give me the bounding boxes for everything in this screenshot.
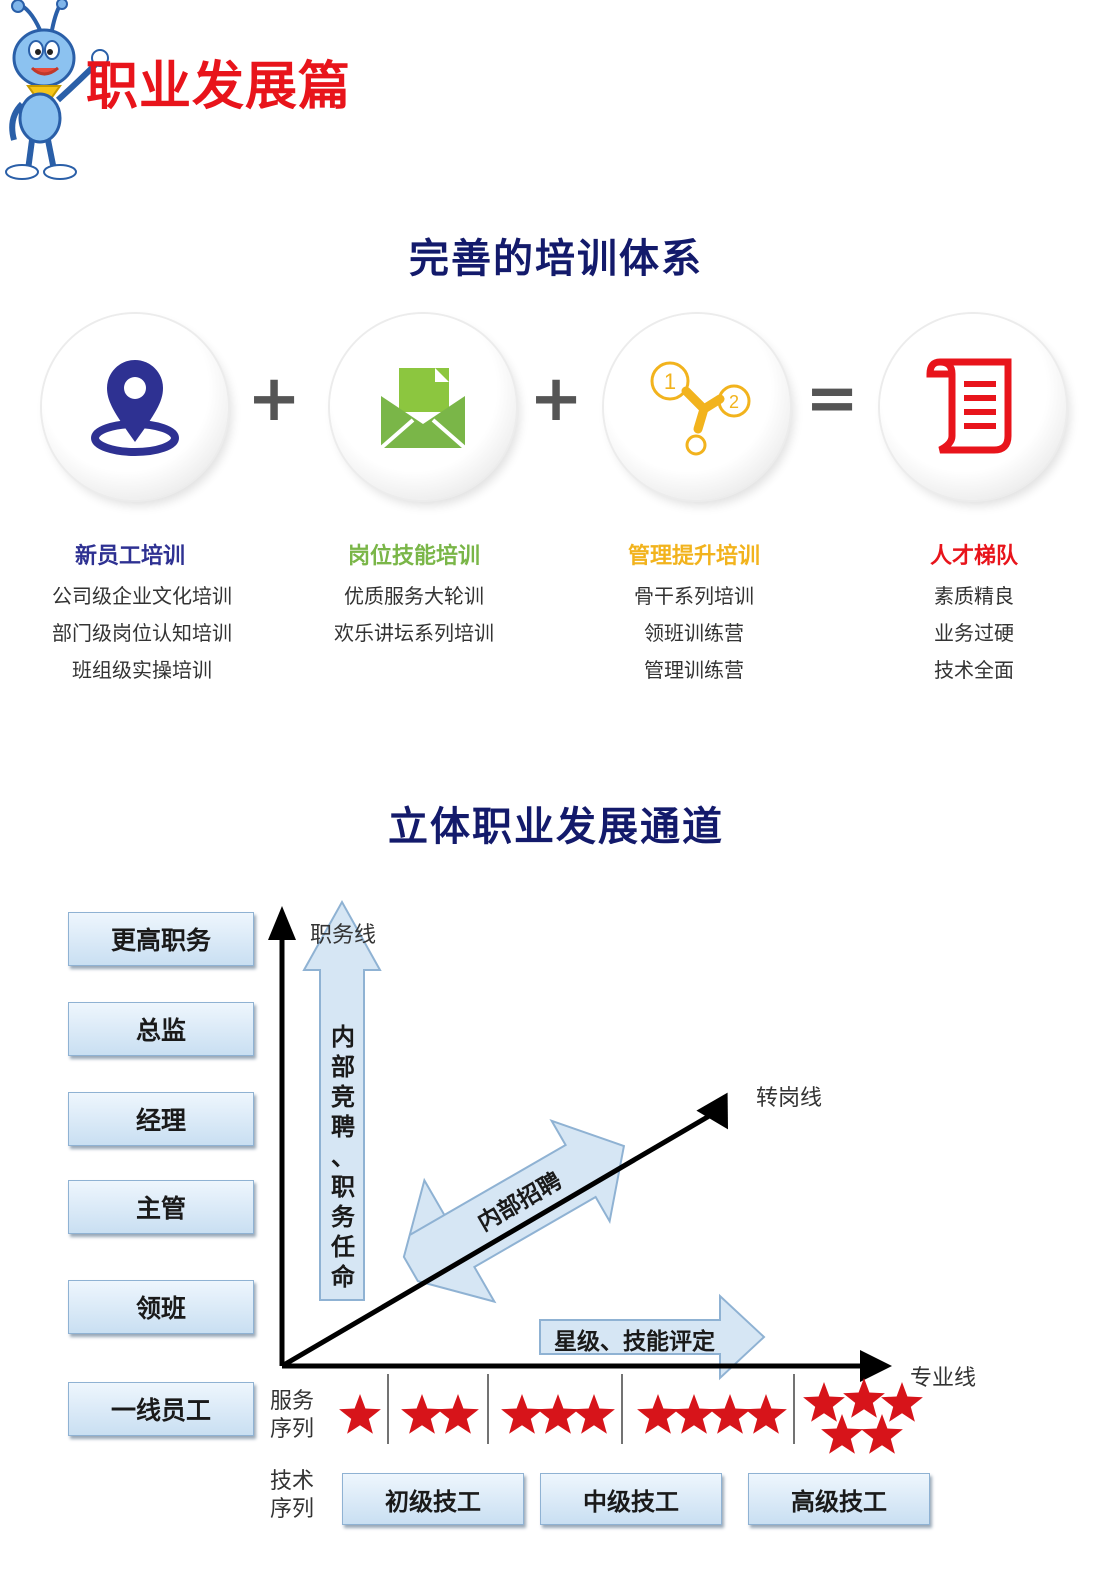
level-director: 总监 (68, 1002, 254, 1056)
column-title-new-staff: 新员工培训 (74, 544, 185, 569)
vertical-char: 部 (331, 1053, 355, 1081)
list-item: 业务过硬 (934, 621, 1014, 645)
tech-level-senior: 高级技工 (748, 1473, 930, 1525)
diagonal-axis (280, 1109, 718, 1369)
star-icon (803, 1382, 845, 1422)
up-arrow-shape (302, 899, 382, 1301)
column-lines-skills: 优质服务大轮训 欢乐讲坛系列培训 (284, 578, 544, 652)
star-icon (437, 1394, 479, 1434)
page-title: 职业发展篇 (86, 57, 352, 117)
column-title-skills: 岗位技能培训 (347, 544, 480, 569)
level-supervisor: 主管 (68, 1180, 254, 1234)
level-foreman: 领班 (68, 1280, 254, 1334)
star-icon (673, 1394, 715, 1434)
steps-network-icon: 1 2 (650, 361, 751, 456)
training-circle-1 (42, 314, 228, 500)
internal-competition-text: 内部竞聘、职务任命 (328, 1022, 358, 1292)
scroll-document-icon (926, 358, 1012, 454)
list-item: 班组级实操培训 (72, 658, 212, 682)
vertical-char: 任 (331, 1233, 355, 1261)
ant-mascot-icon (5, 0, 109, 180)
star-skill-evaluation-text: 星级、技能评定 (554, 1329, 715, 1355)
svg-text:1: 1 (664, 369, 676, 394)
axis-label-professional-line: 专业线 (910, 1366, 977, 1391)
horizontal-axis-head (860, 1350, 892, 1382)
star-icon (401, 1394, 443, 1434)
vertical-axis-head (268, 906, 296, 940)
plus-operator-2: + (529, 362, 583, 436)
star-icon (843, 1378, 885, 1418)
axis-label-position-line: 职务线 (310, 923, 377, 948)
vertical-char: 职 (331, 1173, 355, 1201)
tech-level-junior: 初级技工 (342, 1473, 524, 1525)
vertical-char: 竞 (331, 1083, 355, 1111)
level-higher-position: 更高职务 (68, 912, 254, 966)
list-item: 欢乐讲坛系列培训 (334, 621, 494, 645)
vertical-char: 聘 (331, 1113, 355, 1141)
list-item: 部门级岗位认知培训 (52, 621, 232, 645)
column-title-management: 管理提升培训 (627, 544, 760, 569)
list-item: 优质服务大轮训 (344, 584, 484, 608)
service-sequence-label: 服务 序列 (270, 1389, 315, 1442)
star-icon (745, 1394, 787, 1434)
training-circle-2 (330, 314, 516, 500)
training-circle-3: 1 2 (604, 314, 790, 500)
column-title-talent: 人才梯队 (929, 544, 1018, 569)
svg-text:2: 2 (729, 392, 739, 412)
list-item: 公司级企业文化培训 (52, 584, 232, 608)
star-icon (501, 1394, 543, 1434)
vertical-char: 、 (331, 1143, 355, 1171)
training-circle-4 (880, 314, 1066, 500)
envelope-icon (379, 368, 467, 450)
service-stars (339, 1378, 923, 1454)
column-lines-talent: 素质精良 业务过硬 技术全面 (844, 578, 1104, 689)
equals-operator: = (805, 362, 859, 436)
list-item: 骨干系列培训 (634, 584, 754, 608)
diagonal-arrow-shape (402, 1118, 626, 1304)
star-icon (881, 1382, 923, 1422)
star-icon (821, 1414, 863, 1454)
star-icon (573, 1394, 615, 1434)
list-item: 素质精良 (934, 584, 1014, 608)
right-arrow-shape (539, 1293, 766, 1381)
star-icon (537, 1394, 579, 1434)
axis-label-transfer-line: 转岗线 (756, 1086, 823, 1111)
career-diagram (268, 899, 923, 1454)
level-manager: 经理 (68, 1092, 254, 1146)
diagonal-axis-head (696, 1092, 728, 1130)
vertical-char: 务 (331, 1203, 355, 1231)
column-lines-management: 骨干系列培训 领班训练营 管理训练营 (564, 578, 824, 689)
tech-level-intermediate: 中级技工 (540, 1473, 722, 1525)
star-icon (861, 1414, 903, 1454)
location-pin-icon (91, 360, 179, 456)
star-icon (709, 1394, 751, 1434)
vertical-char: 内 (331, 1023, 355, 1051)
training-section-title: 完善的培训体系 (409, 236, 703, 282)
column-lines-new-staff: 公司级企业文化培训 部门级岗位认知培训 班组级实操培训 (12, 578, 272, 689)
career-section-title: 立体职业发展通道 (388, 804, 724, 850)
vertical-char: 命 (331, 1263, 355, 1291)
list-item: 领班训练营 (644, 621, 744, 645)
list-item: 管理训练营 (644, 658, 744, 682)
plus-operator-1: + (247, 362, 301, 436)
tech-sequence-label: 技术 序列 (270, 1469, 315, 1522)
list-item: 技术全面 (934, 658, 1014, 682)
level-frontline-staff: 一线员工 (68, 1382, 254, 1436)
star-icon (637, 1394, 679, 1434)
star-icon (339, 1394, 381, 1434)
